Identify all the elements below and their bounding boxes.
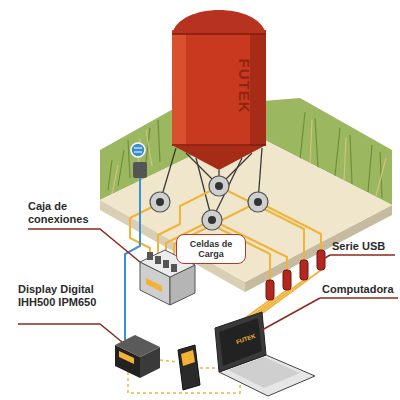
silo-cone <box>172 145 266 170</box>
box-connector <box>163 260 169 268</box>
usb-wire <box>261 270 321 314</box>
box-connector <box>147 252 153 260</box>
load-cells <box>150 176 268 230</box>
display-screen <box>119 351 134 364</box>
dashed-link <box>200 367 219 369</box>
signal-wire <box>266 206 321 250</box>
load-cell <box>150 192 170 212</box>
handheld-screen <box>181 350 195 366</box>
leader-line <box>28 229 140 262</box>
handheld-meter <box>178 345 200 390</box>
usb-converter <box>266 280 274 300</box>
laptop-screen <box>215 312 266 372</box>
leader-line <box>325 255 395 258</box>
signal-wire <box>174 206 250 270</box>
leader-line <box>262 298 398 330</box>
load-cell <box>202 210 222 230</box>
load-cell-core <box>254 198 262 206</box>
silo-highlight <box>172 30 186 146</box>
silo-rings <box>172 34 266 145</box>
laptop <box>215 312 315 396</box>
leader-line <box>18 324 122 342</box>
box-connector <box>171 264 177 272</box>
part-label: Caja de conexiones <box>28 200 100 226</box>
box-tag <box>146 278 162 292</box>
sensor-icon <box>131 143 145 157</box>
usb-converters <box>266 250 325 300</box>
sensor-body <box>133 162 147 178</box>
dashed-link <box>160 360 178 362</box>
load-cell-core <box>208 216 216 224</box>
silo-body <box>172 30 266 146</box>
load-cell <box>209 176 229 196</box>
sensor-wire <box>125 178 140 340</box>
silo-tank: FUTEK <box>172 0 266 172</box>
sensor-icon-lines <box>134 148 142 152</box>
leader-lines <box>18 229 398 342</box>
box-connector <box>155 256 161 264</box>
signal-wires <box>130 190 321 322</box>
load-cell-core <box>156 198 164 206</box>
load-cell <box>248 192 268 212</box>
handheld-body <box>178 345 200 390</box>
silo-dome <box>172 10 266 34</box>
usb-converter <box>283 270 291 290</box>
part-label: Serie USB <box>332 240 396 253</box>
part-label: Display Digital IHH500 IPM650 <box>18 283 100 309</box>
usb-converter <box>317 250 325 270</box>
load-cell-core <box>215 182 223 190</box>
part-label: Computadora <box>322 283 398 296</box>
callout-text: Celdas de Carga <box>180 239 242 260</box>
ground-tile <box>100 130 392 282</box>
brand-text: FUTEK <box>236 59 253 114</box>
usb-converter <box>300 260 308 280</box>
callout-box: Celdas de Carga <box>176 234 246 264</box>
